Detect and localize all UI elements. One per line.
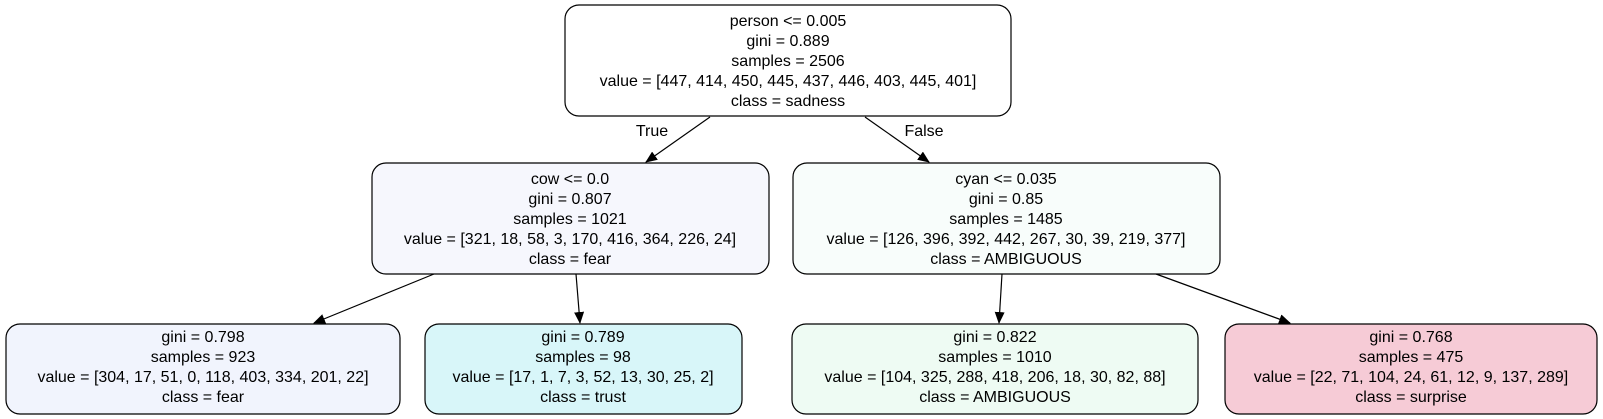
node-value: value = [447, 414, 450, 445, 437, 446, 4… [600, 73, 977, 90]
tree-node-left-left: gini = 0.798 samples = 923 value = [304,… [5, 323, 401, 415]
edge-label-false: False [904, 123, 943, 140]
node-samples: samples = 1021 [513, 211, 627, 228]
node-gini: gini = 0.889 [746, 33, 829, 50]
edge-left-to-left-right [574, 273, 585, 324]
node-class: class = surprise [1355, 389, 1467, 406]
tree-node-left-right: gini = 0.789 samples = 98 value = [17, 1… [424, 323, 743, 415]
node-value: value = [17, 1, 7, 3, 52, 13, 30, 25, 2] [452, 369, 713, 386]
node-value: value = [126, 396, 392, 442, 267, 30, 39… [827, 231, 1186, 248]
node-class: class = AMBIGUOUS [930, 251, 1082, 268]
edge-root-to-right [864, 116, 930, 163]
node-gini: gini = 0.807 [528, 191, 611, 208]
node-box [371, 162, 770, 275]
edge-label-true: True [636, 123, 668, 140]
node-gini: gini = 0.768 [1369, 329, 1452, 346]
node-gini: gini = 0.789 [541, 329, 624, 346]
node-class: class = trust [540, 389, 626, 406]
node-gini: gini = 0.85 [969, 191, 1043, 208]
node-box [1224, 323, 1598, 415]
node-gini: gini = 0.798 [161, 329, 244, 346]
node-value: value = [22, 71, 104, 24, 61, 12, 9, 137… [1254, 369, 1568, 386]
node-split-rule: person <= 0.005 [730, 13, 847, 30]
node-samples: samples = 923 [151, 349, 256, 366]
node-split-rule: cow <= 0.0 [531, 171, 609, 188]
node-value: value = [321, 18, 58, 3, 170, 416, 364, … [404, 231, 736, 248]
node-value: value = [104, 325, 288, 418, 206, 18, 30… [824, 369, 1165, 386]
node-samples: samples = 475 [1359, 349, 1464, 366]
node-samples: samples = 1485 [949, 211, 1063, 228]
tree-node-left: cow <= 0.0 gini = 0.807 samples = 1021 v… [371, 162, 770, 275]
node-gini: gini = 0.822 [953, 329, 1036, 346]
tree-node-right-right: gini = 0.768 samples = 475 value = [22, … [1224, 323, 1598, 415]
node-box [564, 4, 1012, 117]
node-class: class = fear [529, 251, 612, 268]
edge-right-to-right-right [1155, 273, 1291, 324]
node-class: class = AMBIGUOUS [919, 389, 1071, 406]
edges: True False [313, 116, 1291, 324]
node-samples: samples = 2506 [731, 53, 845, 70]
tree-node-right: cyan <= 0.035 gini = 0.85 samples = 1485… [792, 162, 1221, 275]
node-box [792, 162, 1221, 275]
node-samples: samples = 98 [535, 349, 631, 366]
edge-right-to-right-left [994, 273, 1005, 324]
edge-left-to-left-left [313, 273, 435, 324]
node-class: class = fear [162, 389, 245, 406]
node-value: value = [304, 17, 51, 0, 118, 403, 334, … [37, 369, 368, 386]
node-samples: samples = 1010 [938, 349, 1052, 366]
node-box [5, 323, 401, 415]
node-box [791, 323, 1199, 415]
node-split-rule: cyan <= 0.035 [955, 171, 1057, 188]
edge-root-to-left [645, 116, 711, 163]
node-class: class = sadness [731, 93, 845, 110]
node-box [424, 323, 743, 415]
tree-node-right-left: gini = 0.822 samples = 1010 value = [104… [791, 323, 1199, 415]
tree-node-root: person <= 0.005 gini = 0.889 samples = 2… [564, 4, 1012, 117]
